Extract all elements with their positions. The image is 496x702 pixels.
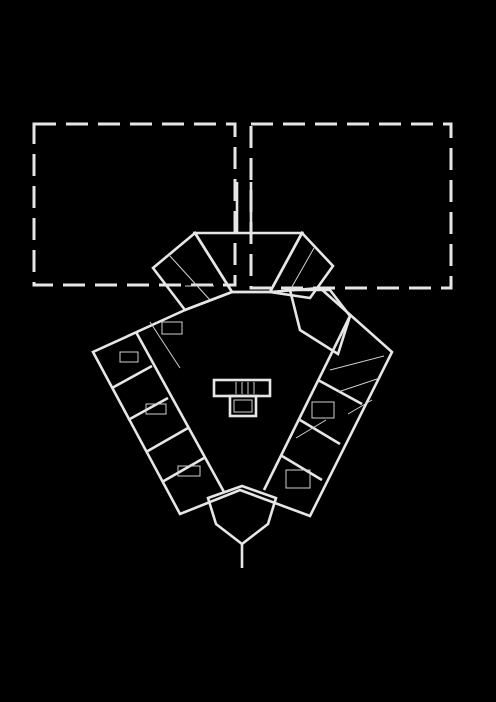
connector-corridor — [235, 182, 253, 233]
northeast-service-block — [267, 230, 335, 300]
east-wing — [262, 288, 385, 491]
central-core — [212, 378, 272, 418]
south-entrance — [206, 484, 278, 568]
main-building — [91, 286, 394, 518]
left-pavilion — [32, 122, 237, 287]
northwest-service-block — [151, 231, 234, 312]
right-pavilion — [249, 122, 453, 290]
west-wing — [111, 321, 226, 493]
